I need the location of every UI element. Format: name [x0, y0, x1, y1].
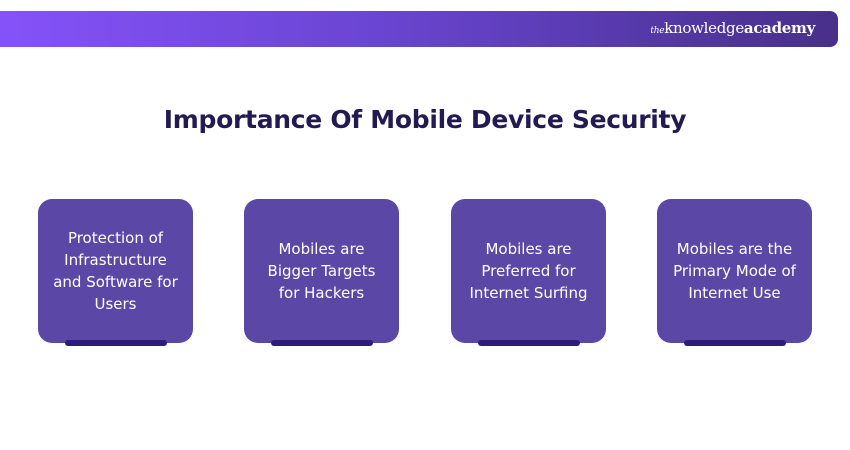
- card-box: Mobiles are Preferred for Internet Surfi…: [451, 199, 606, 343]
- card-box: Mobiles are the Primary Mode of Internet…: [657, 199, 812, 343]
- card-text: Mobiles are the Primary Mode of Internet…: [673, 240, 796, 302]
- card-preferred-surfing: Mobiles are Preferred for Internet Surfi…: [451, 199, 606, 346]
- logo-bold: academy: [743, 19, 815, 37]
- page-title: Importance Of Mobile Device Security: [163, 105, 687, 134]
- logo-prefix: the: [650, 26, 665, 36]
- card-underline: [478, 340, 580, 346]
- header-banner: theknowledgeacademy: [0, 11, 838, 47]
- logo-regular: knowledge: [664, 19, 744, 37]
- brand-logo[interactable]: theknowledgeacademy: [650, 19, 815, 37]
- card-text: Protection of Infrastructure and Softwar…: [53, 229, 178, 313]
- card-text: Mobiles are Preferred for Internet Surfi…: [469, 240, 588, 302]
- card-box: Mobiles are Bigger Targets for Hackers: [244, 199, 399, 343]
- card-bigger-targets: Mobiles are Bigger Targets for Hackers: [244, 199, 399, 346]
- card-underline: [271, 340, 373, 346]
- card-box: Protection of Infrastructure and Softwar…: [38, 199, 193, 343]
- card-infrastructure-protection: Protection of Infrastructure and Softwar…: [38, 199, 193, 346]
- card-text: Mobiles are Bigger Targets for Hackers: [267, 240, 376, 302]
- card-underline: [684, 340, 786, 346]
- card-primary-mode: Mobiles are the Primary Mode of Internet…: [657, 199, 812, 346]
- card-underline: [65, 340, 167, 346]
